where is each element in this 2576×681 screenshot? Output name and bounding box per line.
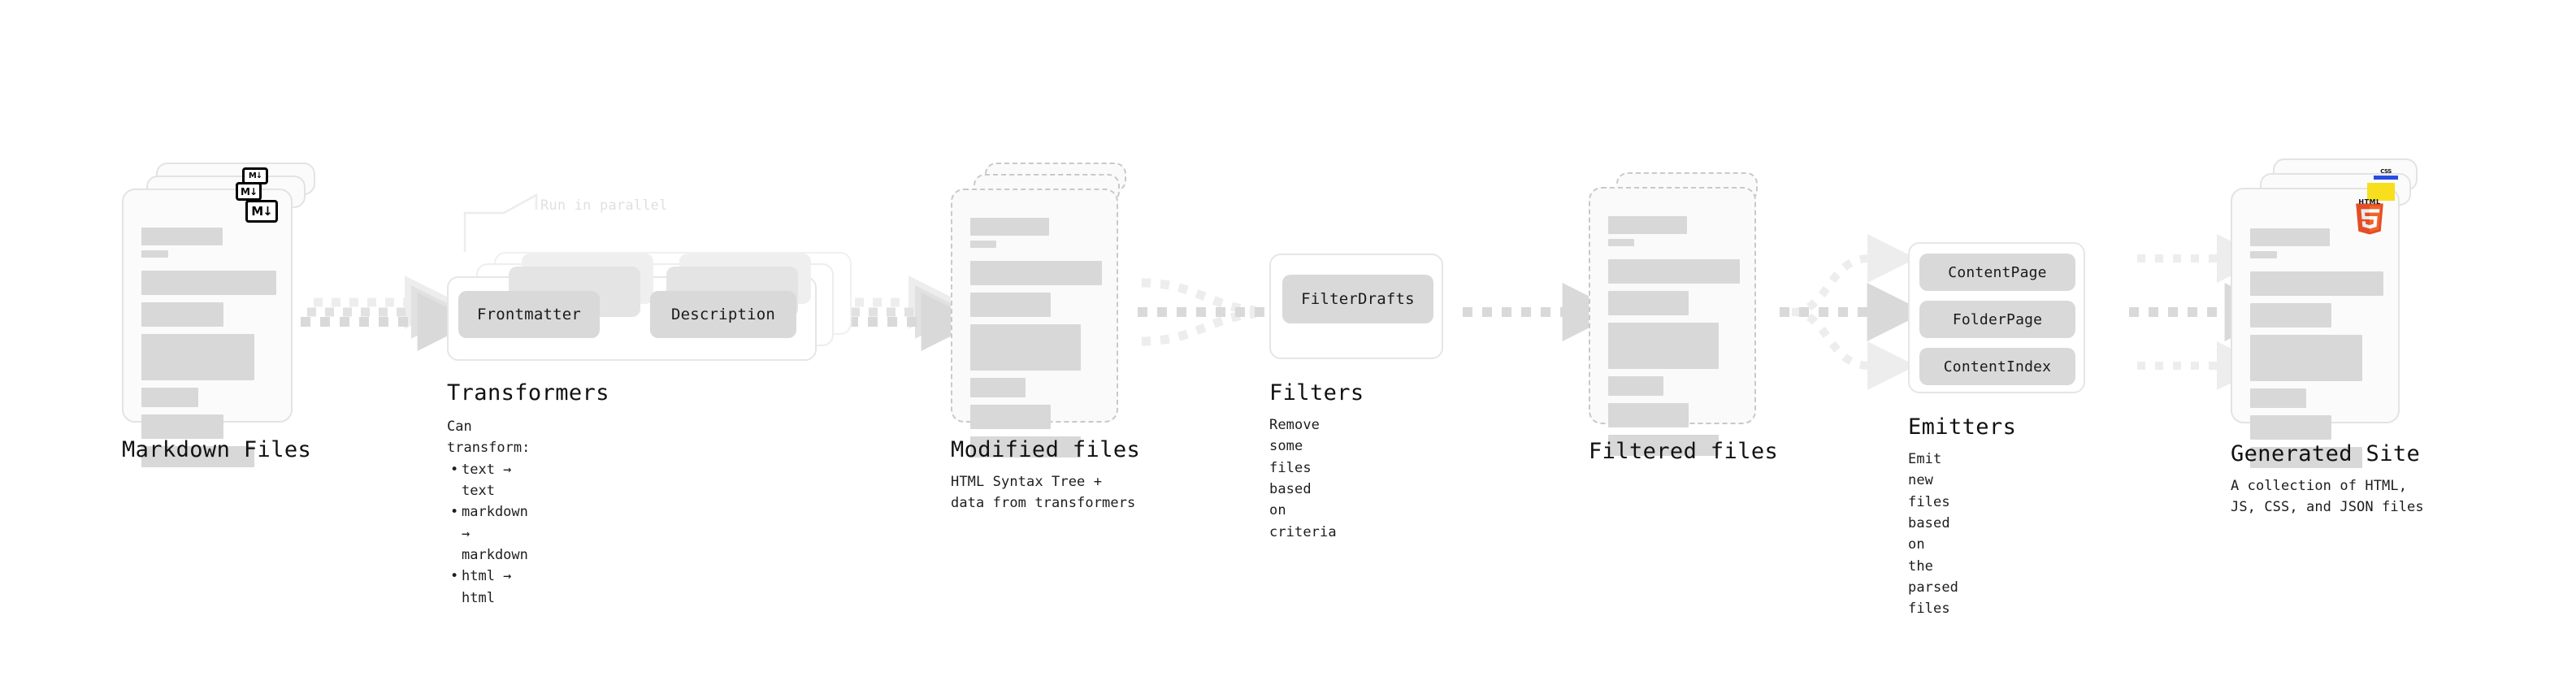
skeleton-row (2250, 271, 2383, 296)
skeleton-subtitle (141, 250, 169, 258)
skeleton-subtitle (970, 241, 997, 248)
transformer-chip-frontmatter[interactable]: Frontmatter (458, 291, 600, 338)
stage-subtitle-filters: Remove some files based on criteria (1269, 417, 1337, 540)
html5-badge-label: HTML (2358, 198, 2381, 206)
skeleton-row (1608, 323, 1720, 369)
skeleton-row (141, 271, 276, 295)
stage-title-emitters: Emitters (1908, 414, 2017, 440)
skeleton-row (141, 302, 224, 327)
run-in-parallel-leader (463, 193, 538, 252)
skeleton-row (1608, 403, 1689, 427)
skeleton-row (2250, 335, 2362, 381)
skeleton-row (141, 388, 198, 407)
skeleton-row (141, 414, 224, 439)
skeleton-subtitle (1608, 239, 1635, 246)
skeleton-row (970, 324, 1082, 371)
emitter-chip-contentpage[interactable]: ContentPage (1919, 254, 2075, 291)
skeleton-row (1608, 435, 1720, 456)
skeleton-subtitle (2250, 251, 2277, 258)
transformers-capability-list: Can transform: text → text markdown → ma… (447, 416, 530, 609)
transformers-list-item: text → text (450, 459, 530, 502)
stage-title-filtered-files: Filtered files (1589, 439, 1779, 464)
connector-emitters-to-site (2129, 234, 2283, 390)
stage-subtitle-modified-files: HTML Syntax Tree + data from transformer… (951, 474, 1136, 512)
transformers-list-lead: Can transform: (447, 419, 531, 457)
markdown-badge: M↓ (245, 200, 278, 223)
transformer-chip-description[interactable]: Description (650, 291, 796, 338)
html5-badge: HTML (2354, 199, 2385, 235)
stage-markdown-files: M↓ M↓ M↓ Markdown Files (122, 163, 333, 467)
skeleton-row (141, 334, 255, 380)
skeleton-row (141, 446, 255, 467)
transformers-list-item: html → html (450, 566, 530, 609)
skeleton-row (970, 378, 1026, 397)
skeleton-row (2250, 447, 2362, 468)
skeleton-row (970, 261, 1102, 285)
filter-chip-filterdrafts[interactable]: FilterDrafts (1282, 275, 1433, 323)
run-in-parallel-label: Run in parallel (540, 197, 668, 214)
emitter-chip-folderpage[interactable]: FolderPage (1919, 301, 2075, 338)
html5-shield-icon (2356, 203, 2383, 235)
emitter-chip-contentindex[interactable]: ContentIndex (1919, 348, 2075, 385)
css-badge: CSS (2374, 168, 2398, 180)
modified-card-front (951, 189, 1118, 458)
skeleton-title (2250, 228, 2331, 246)
skeleton-title (141, 228, 223, 245)
skeleton-row (2250, 415, 2332, 440)
stage-subtitle-emitters: Emit new files based on the parsed files (1908, 451, 1959, 618)
skeleton-row (1608, 376, 1664, 396)
stage-title-transformers: Transformers (447, 380, 609, 406)
stage-modified-files: Modified files HTML Syntax Tree + data f… (951, 163, 1140, 511)
skeleton-row (1608, 259, 1740, 284)
stage-title-markdown-files: Markdown Files (122, 437, 312, 462)
skeleton-row (2250, 303, 2332, 327)
skeleton-row (970, 293, 1051, 317)
filtered-card-front (1589, 187, 1756, 456)
css-badge-label: CSS (2380, 168, 2392, 175)
skeleton-title (1608, 216, 1688, 234)
transformers-list-item: markdown → markdown (450, 501, 530, 566)
skeleton-row (1608, 291, 1689, 315)
stage-title-generated-site: Generated Site (2231, 441, 2421, 466)
skeleton-row (970, 436, 1082, 458)
js-badge (2367, 183, 2395, 201)
connector-modified-to-filters (1138, 278, 1329, 346)
stage-title-filters: Filters (1269, 380, 1364, 406)
markdown-card-front (122, 189, 293, 467)
skeleton-title (970, 218, 1050, 236)
stage-title-modified-files: Modified files (951, 437, 1141, 462)
stage-generated-site: CSS HTML Generated Site A collect (2231, 158, 2434, 515)
markdown-badge-mid: M↓ (236, 182, 262, 201)
connector-filtered-to-emitters (1780, 234, 1926, 390)
css-badge-bar (2374, 176, 2398, 180)
skeleton-row (970, 405, 1051, 429)
stage-filtered-files: Filtered files (1589, 163, 1778, 464)
stage-subtitle-generated-site: A collection of HTML, JS, CSS, and JSON … (2231, 478, 2424, 516)
skeleton-row (2250, 388, 2306, 408)
